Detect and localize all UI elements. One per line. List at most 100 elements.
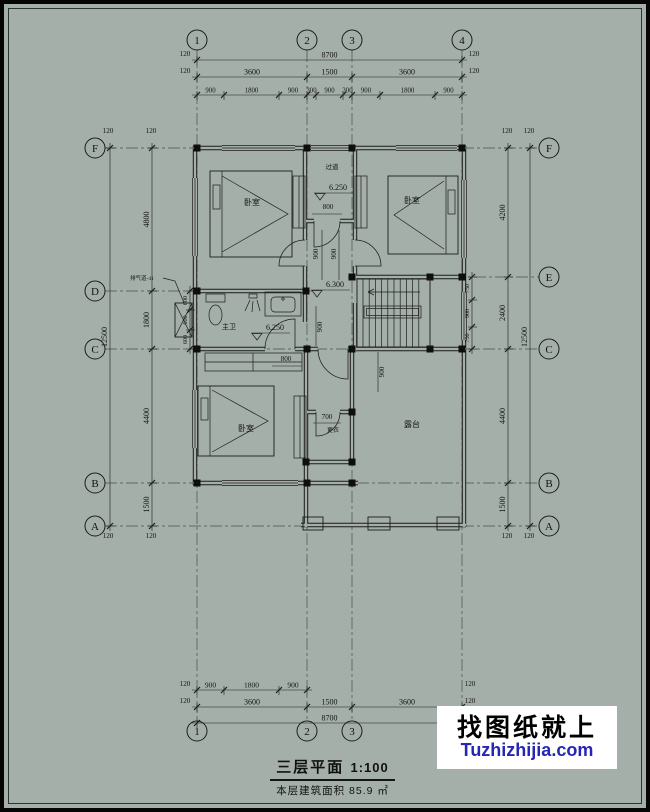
column-square — [458, 345, 466, 353]
dimension-label: 900 — [287, 681, 299, 690]
grid-bubble-label: 1 — [194, 35, 200, 47]
grid-bubble-label: B — [545, 478, 552, 490]
grid-bubble-label: 1 — [194, 726, 200, 738]
dimension-label: 750 — [464, 284, 471, 293]
grid-bubble — [84, 137, 106, 159]
dimension-label: 900 — [312, 248, 320, 259]
grid-bubble-label: F — [92, 143, 98, 155]
dimension-label: 300 — [342, 88, 353, 95]
staircase — [356, 278, 431, 348]
grid-bubble-label: A — [91, 521, 99, 533]
watermark-text-cn: 找图纸就上 — [456, 713, 597, 742]
dimension-label: 120 — [465, 697, 476, 705]
bed-symbol — [197, 385, 275, 457]
grid-bubble — [341, 720, 363, 742]
level-triangle-icon — [311, 290, 323, 298]
dimension-label: 120 — [146, 532, 157, 540]
window-symbol — [191, 178, 199, 256]
grid-bubble — [296, 720, 318, 742]
dimension-label: 8700 — [322, 714, 338, 723]
dimension-label: 1500 — [322, 68, 338, 77]
annotation-label: 排气道-41 — [130, 274, 154, 282]
dimension-label: 120 — [502, 127, 513, 135]
dimension-label: 800 — [281, 355, 292, 363]
dimension-label: 1800 — [142, 312, 151, 328]
shower-symbol — [244, 293, 261, 313]
grid-bubble — [341, 29, 363, 51]
grid-bubbles: 12341234FDCBAFECBA — [84, 29, 560, 742]
column-square — [302, 287, 310, 295]
grid-bubble — [538, 266, 560, 288]
dimension-label: 12500 — [520, 327, 529, 347]
dimension-label: 120 — [180, 680, 191, 688]
area-value: 85.9 ㎡ — [349, 785, 389, 797]
column-square — [193, 144, 201, 152]
area-label: 本层建筑面积 — [276, 785, 346, 797]
dimension-label: 900 — [378, 366, 386, 377]
terrace-piers — [302, 516, 460, 531]
grid-bubble-label: C — [91, 344, 98, 356]
column-square — [303, 479, 311, 487]
room-label: 卧室 — [244, 197, 260, 207]
dimension-row: 8700 — [192, 51, 467, 65]
flue-shaft — [162, 277, 193, 338]
window-symbol — [460, 292, 468, 340]
toilet-symbol — [205, 293, 226, 326]
dimension-label: 900 — [205, 88, 216, 95]
grid-bubble — [84, 515, 106, 537]
bed-symbol — [209, 170, 293, 258]
grid-bubble-label: 4 — [459, 35, 465, 47]
window-symbol — [222, 144, 295, 152]
column-square — [303, 144, 311, 152]
dimension-row: 12500 — [100, 143, 115, 531]
grid-bubble-label: E — [546, 272, 553, 284]
column-square — [302, 458, 310, 466]
grid-bubble — [538, 338, 560, 360]
grid-bubble-label: A — [545, 521, 553, 533]
windows — [191, 144, 468, 487]
room-label: 露台 — [404, 419, 420, 429]
dimension-label: 120 — [180, 50, 191, 58]
dimension-label: 900 — [330, 248, 338, 259]
dimension-label: 1500 — [498, 497, 507, 513]
grid-bubble — [538, 472, 560, 494]
column-square — [348, 479, 356, 487]
grid-bubble — [186, 720, 208, 742]
dimension-label: 1800 — [245, 88, 259, 95]
grid-bubble — [84, 472, 106, 494]
window-symbol — [222, 479, 298, 487]
watermark-site: Tuzhizhijia.com — [460, 740, 594, 761]
dimension-label: 120 — [103, 532, 114, 540]
dimension-label: 3600 — [244, 68, 260, 77]
grid-bubble — [296, 29, 318, 51]
dimension-label: 750 — [464, 333, 471, 342]
grid-bubble-label: 3 — [349, 35, 355, 47]
dimension-label: 4400 — [498, 408, 507, 424]
structural-columns — [193, 144, 466, 487]
door-swings — [264, 220, 382, 437]
grid-bubble — [84, 280, 106, 302]
grid-bubble — [451, 29, 473, 51]
grid-bubble-label: F — [546, 143, 552, 155]
dimension-label: 120 — [524, 532, 535, 540]
dimension-label: 4200 — [498, 205, 507, 221]
dimension-label: 600 — [182, 296, 189, 305]
dimension-label: 3600 — [244, 698, 260, 707]
grid-bubble-label: 2 — [304, 726, 310, 738]
column-square — [348, 273, 356, 281]
column-square — [193, 287, 201, 295]
level-mark: 6.250 — [314, 183, 353, 201]
dimension-label: 120 — [502, 532, 513, 540]
sink-symbol — [264, 291, 302, 317]
watermark: 找图纸就上 Tuzhizhijia.com — [437, 706, 617, 769]
grid-bubble-label: 3 — [349, 726, 355, 738]
dimension-label: 700 — [322, 413, 333, 421]
window-symbol — [460, 180, 468, 258]
